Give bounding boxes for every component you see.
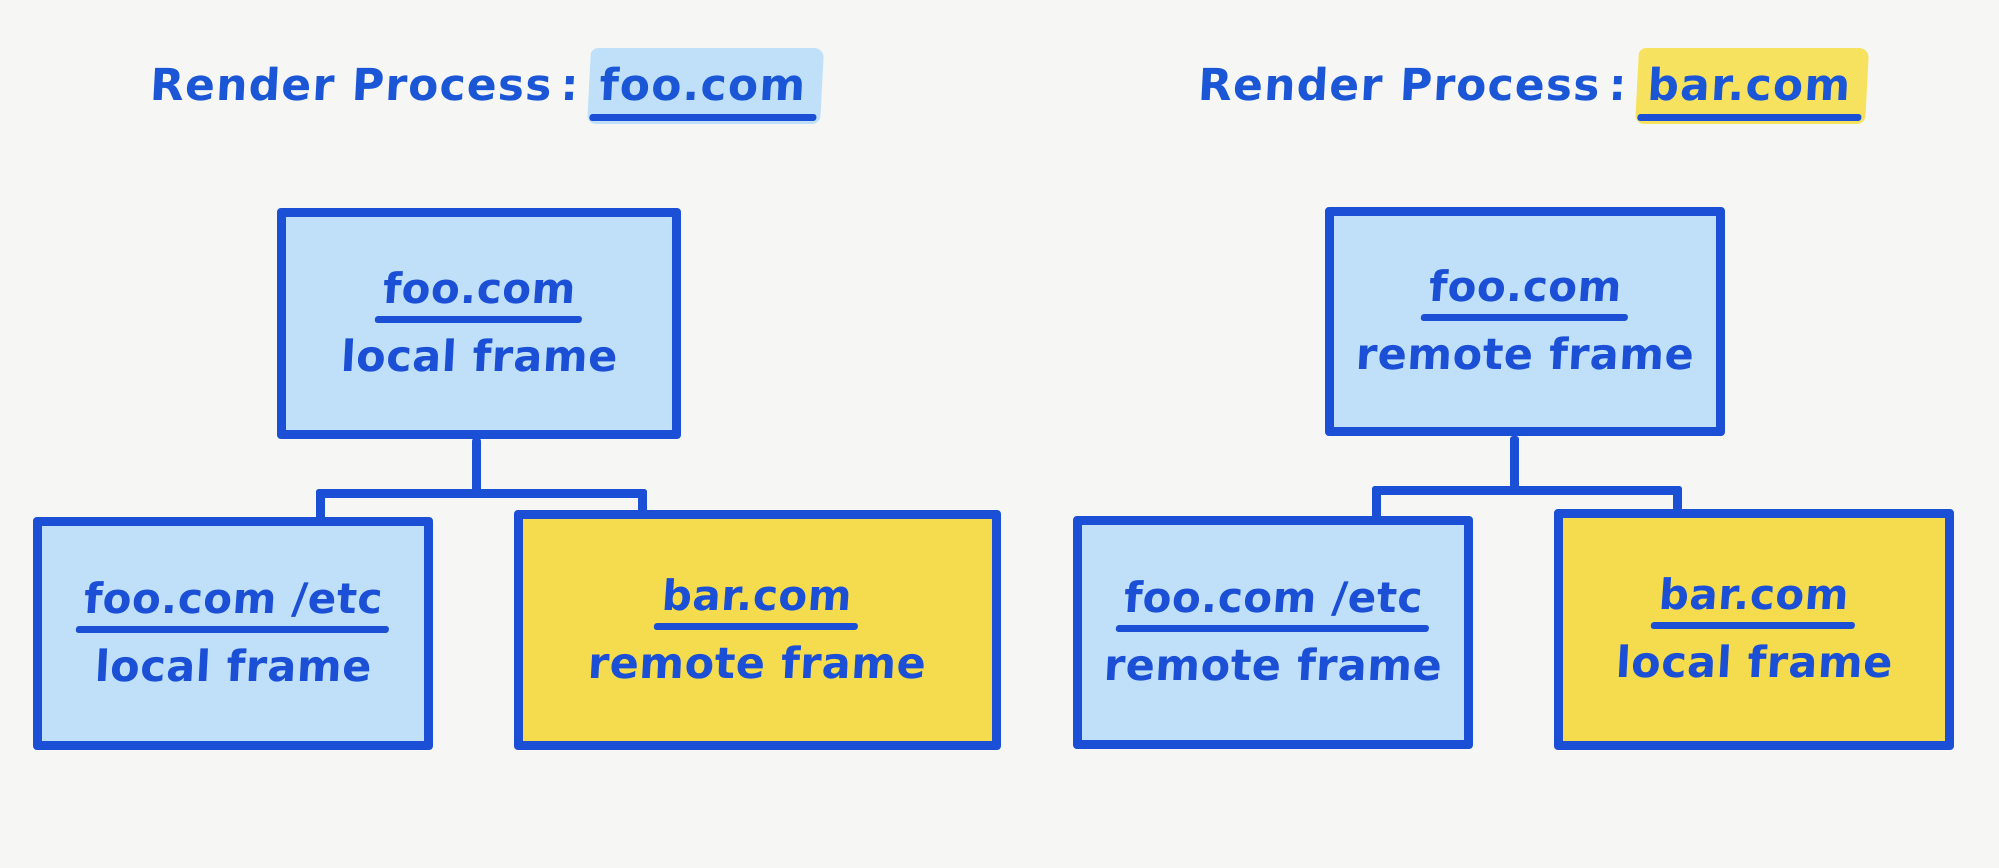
- frame-origin-foo-child-0: foo.com /etc: [81, 574, 385, 623]
- frame-box-foo-root[interactable]: foo.com local frame: [277, 208, 681, 439]
- frame-origin-foo-child-1: bar.com: [660, 570, 855, 620]
- frame-origin-foo-root: foo.com: [380, 264, 578, 313]
- connector-drop-foo-right: [638, 489, 647, 514]
- frame-origin-bar-child-0: foo.com /etc: [1121, 573, 1425, 622]
- frame-box-foo-child-0[interactable]: foo.com /etc local frame: [33, 517, 433, 750]
- connector-drop-bar-right: [1673, 486, 1682, 511]
- frame-kind-foo-child-1: remote frame: [587, 638, 928, 689]
- connector-stem-bar: [1510, 436, 1519, 494]
- frame-origin-bar-root: foo.com: [1426, 262, 1624, 311]
- connector-bar-bar: [1372, 486, 1682, 495]
- frame-box-bar-child-1[interactable]: bar.com local frame: [1554, 509, 1954, 750]
- cluster-heading-foo: Render Process:foo.com: [148, 60, 818, 112]
- heading-origin-bar: bar.com: [1636, 60, 1863, 112]
- heading-label-bar: Render Process: [1196, 60, 1603, 111]
- heading-separator-foo: :: [559, 60, 581, 111]
- frame-kind-foo-root: local frame: [339, 332, 619, 382]
- heading-separator-bar: :: [1607, 60, 1629, 111]
- frame-box-bar-child-0[interactable]: foo.com /etc remote frame: [1073, 516, 1473, 749]
- connector-bar-foo: [316, 489, 647, 498]
- connector-drop-bar-left: [1372, 486, 1381, 521]
- frame-kind-bar-root: remote frame: [1354, 330, 1696, 380]
- heading-origin-foo: foo.com: [588, 60, 817, 112]
- frame-box-foo-child-1[interactable]: bar.com remote frame: [514, 510, 1001, 750]
- frame-box-bar-root[interactable]: foo.com remote frame: [1325, 207, 1725, 436]
- frame-kind-bar-child-0: remote frame: [1102, 641, 1444, 691]
- connector-drop-foo-left: [316, 489, 325, 524]
- frame-kind-bar-child-1: local frame: [1614, 638, 1894, 688]
- heading-label-foo: Render Process: [148, 60, 555, 111]
- frame-origin-bar-child-1: bar.com: [1657, 570, 1851, 619]
- connector-stem-foo: [472, 438, 481, 497]
- frame-kind-foo-child-0: local frame: [93, 642, 373, 692]
- cluster-heading-bar: Render Process:bar.com: [1196, 60, 1863, 112]
